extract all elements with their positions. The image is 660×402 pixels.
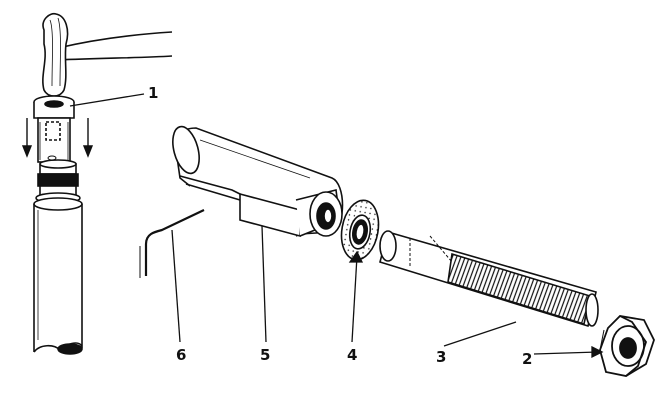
callout-6: 6 — [176, 346, 187, 364]
leader-lines — [171, 225, 604, 359]
part-5-sleeve — [172, 125, 344, 238]
part-3-bolt — [379, 230, 599, 328]
part-4-washer — [340, 199, 380, 261]
callout-1: 1 — [148, 84, 159, 102]
callout-3: 3 — [436, 348, 447, 366]
driver-tool — [33, 95, 75, 163]
part-2-nut — [599, 315, 655, 377]
part-6-hex-key — [139, 209, 205, 278]
callout-2: 2 — [522, 350, 533, 368]
tube — [33, 159, 83, 355]
callout-4: 4 — [347, 346, 358, 364]
callout-5: 5 — [260, 346, 271, 364]
direction-arrows — [21, 118, 94, 158]
hammer — [42, 12, 173, 97]
